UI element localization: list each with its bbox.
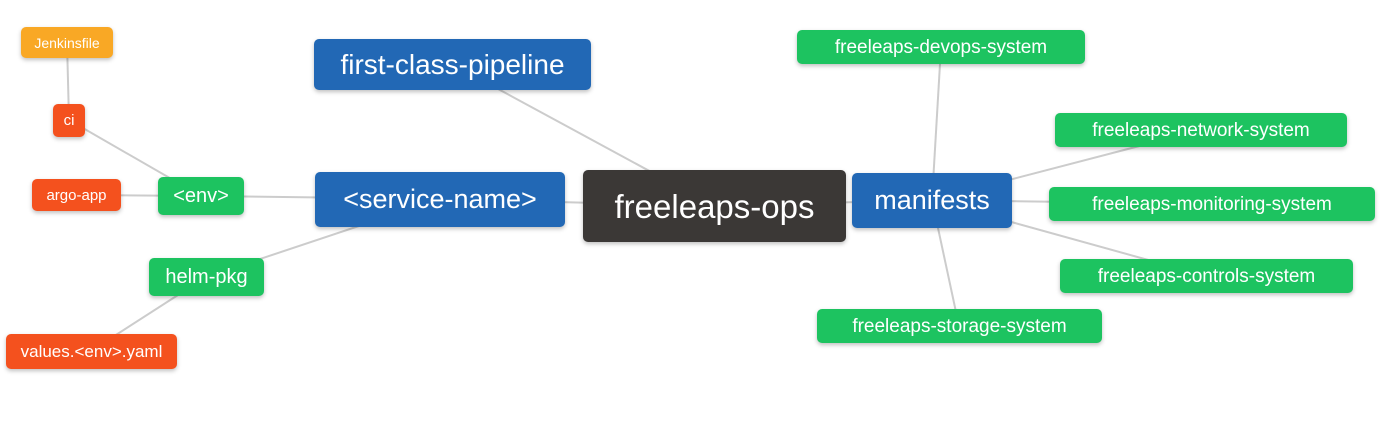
node-argo-app[interactable]: argo-app — [32, 179, 121, 211]
node-values-env-yaml[interactable]: values.<env>.yaml — [6, 334, 177, 369]
node-helm-pkg[interactable]: helm-pkg — [149, 258, 264, 296]
node-jenkinsfile[interactable]: Jenkinsfile — [21, 27, 113, 58]
node-freeleaps-monitoring-system[interactable]: freeleaps-monitoring-system — [1049, 187, 1375, 221]
node-first-class-pipeline[interactable]: first-class-pipeline — [314, 39, 591, 90]
node-manifests[interactable]: manifests — [852, 173, 1012, 228]
node-freeleaps-controls-system[interactable]: freeleaps-controls-system — [1060, 259, 1353, 293]
node-freeleaps-network-system[interactable]: freeleaps-network-system — [1055, 113, 1347, 147]
node-ci[interactable]: ci — [53, 104, 85, 137]
node-freeleaps-storage-system[interactable]: freeleaps-storage-system — [817, 309, 1102, 343]
node-freeleaps-ops[interactable]: freeleaps-ops — [583, 170, 846, 242]
node-freeleaps-devops-system[interactable]: freeleaps-devops-system — [797, 30, 1085, 64]
node-env[interactable]: <env> — [158, 177, 244, 215]
node-service-name[interactable]: <service-name> — [315, 172, 565, 227]
